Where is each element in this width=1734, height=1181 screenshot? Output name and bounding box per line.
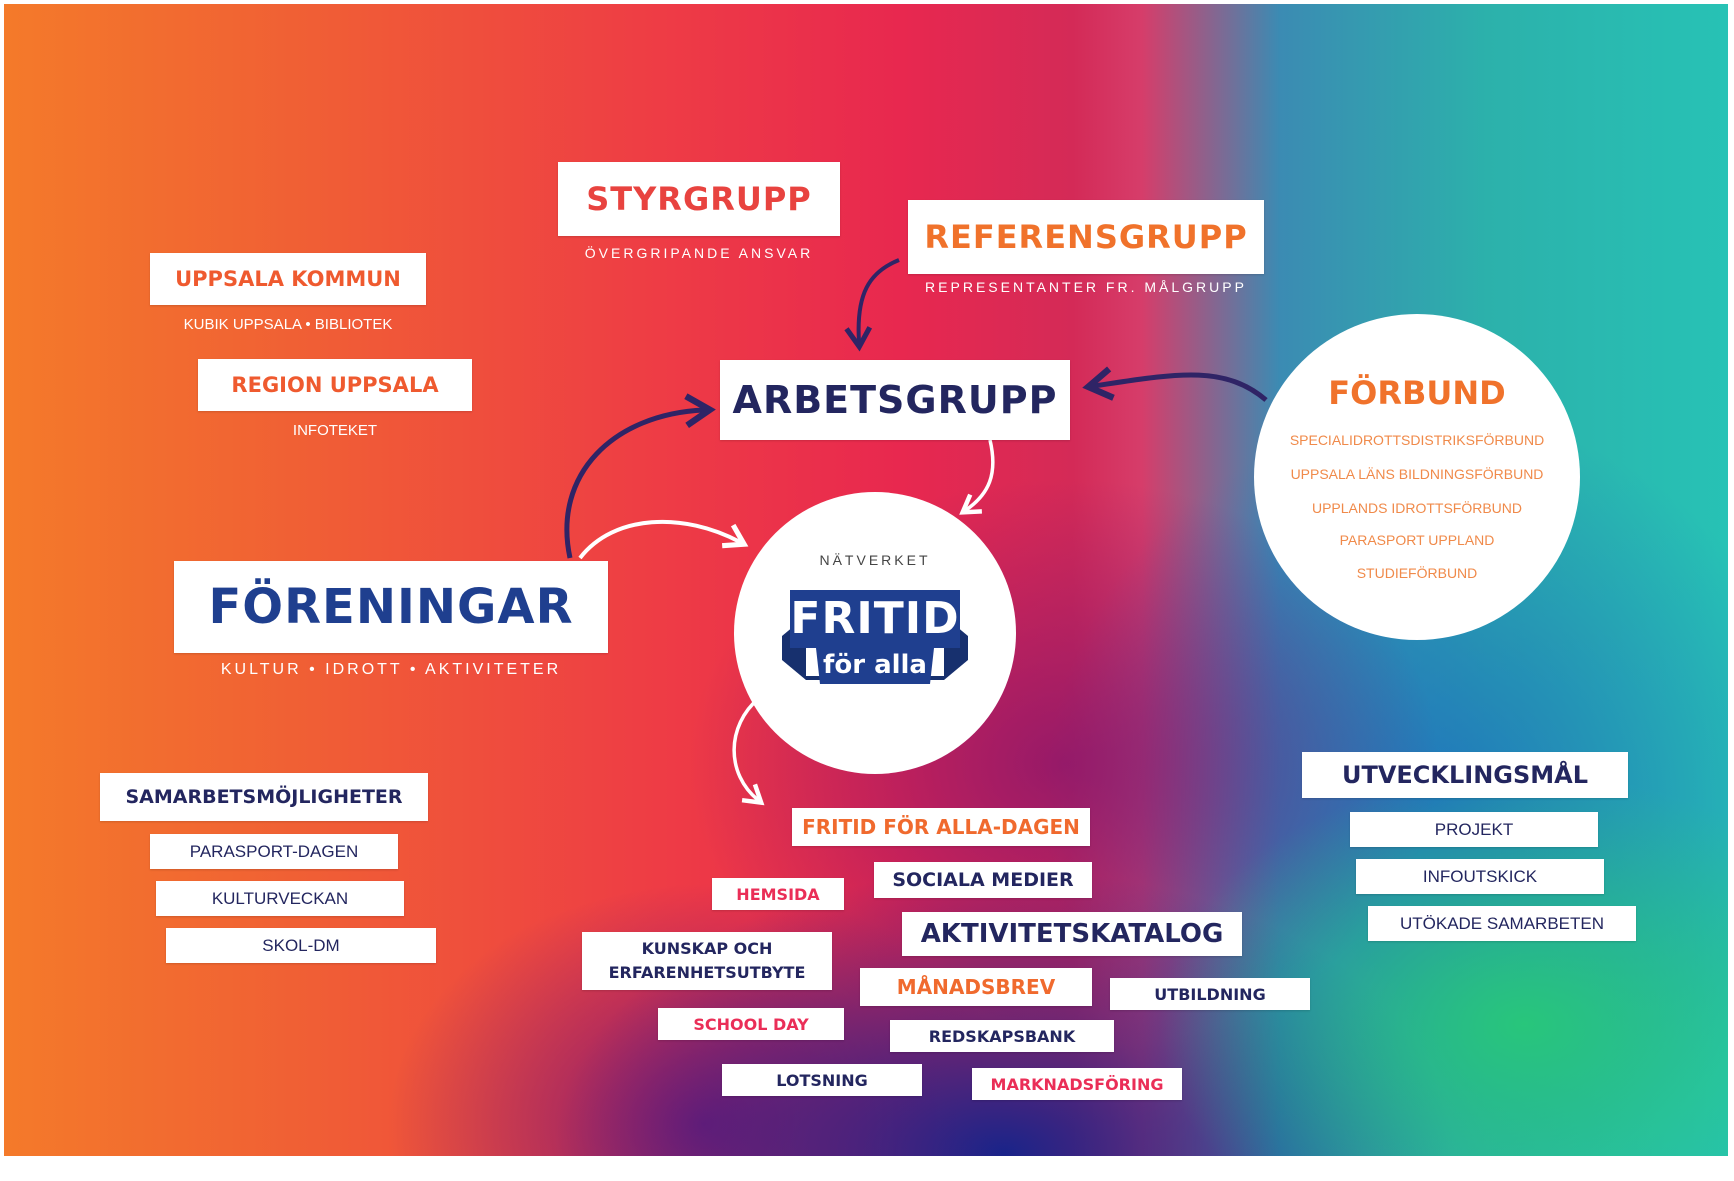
tag-label: AKTIVITETSKATALOG [920, 919, 1224, 949]
tag-kunskap: KUNSKAP OCH ERFARENHETSUTBYTE [582, 932, 832, 990]
tag-label: HEMSIDA [736, 884, 820, 904]
forbund-item: SPECIALIDROTTSDISTRIKSFÖRBUND [1289, 432, 1545, 448]
samarbete-title-box: SAMARBETSMÖJLIGHETER [100, 773, 428, 821]
utveckling-item-label: PROJEKT [1434, 819, 1514, 839]
samarbete-item-label: KULTURVECKAN [211, 888, 349, 908]
logo-main-bar [790, 590, 960, 648]
tag-sociala-medier: SOCIALA MEDIER [874, 862, 1092, 898]
arrow-forbund-to-arbets [1082, 366, 1268, 402]
forbund-circle: FÖRBUND SPECIALIDROTTSDISTRIKSFÖRBUND UP… [1254, 314, 1580, 640]
foreningar-title: FÖRENINGAR [208, 579, 574, 635]
tag-fritid-dagen: FRITID FÖR ALLA-DAGEN [792, 808, 1090, 846]
logo-sub-bar [816, 648, 934, 684]
samarbete-title: SAMARBETSMÖJLIGHETER [125, 786, 403, 808]
fritid-logo [782, 590, 968, 684]
tag-utbildning: UTBILDNING [1110, 978, 1310, 1010]
uppsala-kommun-box: UPPSALA KOMMUN [150, 253, 426, 305]
foreningar-box: FÖRENINGAR [174, 561, 608, 653]
connector-arrows [564, 258, 1268, 806]
styrgrupp-title: STYRGRUPP [586, 180, 812, 218]
tag-label: REDSKAPSBANK [928, 1026, 1076, 1046]
utveckling-title-box: UTVECKLINGSMÅL [1302, 752, 1628, 798]
tag-label: UTBILDNING [1154, 984, 1266, 1004]
tag-aktivitetskatalog: AKTIVITETSKATALOG [902, 912, 1242, 956]
tag-marknadsforing: MARKNADSFÖRING [972, 1068, 1182, 1100]
arrow-arbets-to-fritid [959, 439, 995, 515]
arrow-fritid-to-activities [732, 696, 765, 806]
logo-main-text: FRITID [790, 593, 960, 644]
tag-label: MÅNADSBREV [896, 975, 1056, 999]
tag-redskapsbank: REDSKAPSBANK [890, 1020, 1114, 1052]
samarbete-item: SKOL-DM [166, 928, 436, 963]
samarbete-item: KULTURVECKAN [156, 881, 404, 916]
arrow-referens-to-arbets [844, 258, 900, 352]
forbund-title: FÖRBUND [1328, 374, 1506, 412]
arrow-foreningar-to-fritid [578, 519, 749, 560]
utveckling-item: PROJEKT [1350, 812, 1598, 847]
arbetsgrupp-title: ARBETSGRUPP [732, 378, 1058, 422]
samarbete-item: PARASPORT-DAGEN [150, 834, 398, 869]
natverket-label: NÄTVERKET [819, 552, 931, 568]
tag-school-day: SCHOOL DAY [658, 1008, 844, 1040]
tag-label: SCHOOL DAY [693, 1014, 809, 1034]
tag-manadsbrev: MÅNADSBREV [860, 968, 1092, 1006]
forbund-item: PARASPORT UPPLAND [1339, 532, 1495, 548]
referensgrupp-title: REFERENSGRUPP [924, 218, 1248, 256]
forbund-item: UPPLANDS IDROTTSFÖRBUND [1311, 500, 1523, 516]
arrow-foreningar-to-arbets [564, 393, 716, 559]
forbund-item: UPPSALA LÄNS BILDNINGSFÖRBUND [1290, 466, 1544, 482]
utveckling-item: INFOUTSKICK [1356, 859, 1604, 894]
tag-hemsida: HEMSIDA [712, 878, 844, 910]
tag-label: FRITID FÖR ALLA-DAGEN [802, 815, 1080, 839]
utveckling-title: UTVECKLINGSMÅL [1341, 761, 1589, 789]
tag-label-line1: KUNSKAP OCH [641, 939, 773, 958]
utveckling-item-label: INFOUTSKICK [1422, 866, 1538, 886]
region-uppsala-subtitle: INFOTEKET [292, 422, 378, 439]
samarbete-item-label: PARASPORT-DAGEN [189, 841, 359, 861]
samarbete-item-label: SKOL-DM [262, 935, 340, 955]
tag-label: SOCIALA MEDIER [892, 869, 1074, 891]
poster-background: STYRGRUPP ÖVERGRIPANDE ANSVAR REFERENSGR… [4, 4, 1728, 1156]
tag-label-line2: ERFARENHETSUTBYTE [608, 963, 806, 982]
tag-label: LOTSNING [776, 1070, 868, 1090]
styrgrupp-subtitle: ÖVERGRIPANDE ANSVAR [584, 245, 814, 261]
foreningar-subtitle: KULTUR • IDROTT • AKTIVITETER [220, 661, 562, 678]
arbetsgrupp-box: ARBETSGRUPP [720, 360, 1070, 440]
tag-lotsning: LOTSNING [722, 1064, 922, 1096]
logo-sub-text: för alla [823, 650, 927, 680]
referensgrupp-subtitle: REPRESENTANTER FR. MÅLGRUPP [925, 279, 1247, 295]
uppsala-kommun-subtitle: KUBIK UPPSALA • BIBLIOTEK [183, 316, 393, 333]
referensgrupp-box: REFERENSGRUPP [908, 200, 1264, 274]
fritid-for-alla-circle: NÄTVERKET FRITID för alla [734, 492, 1016, 774]
uppsala-kommun-title: UPPSALA KOMMUN [175, 267, 401, 291]
region-uppsala-box: REGION UPPSALA [198, 359, 472, 411]
utveckling-item-label: UTÖKADE SAMARBETEN [1399, 913, 1605, 933]
tag-label: MARKNADSFÖRING [990, 1074, 1164, 1094]
region-uppsala-title: REGION UPPSALA [231, 373, 439, 397]
utveckling-item: UTÖKADE SAMARBETEN [1368, 906, 1636, 941]
styrgrupp-box: STYRGRUPP [558, 162, 840, 236]
forbund-item: STUDIEFÖRBUND [1356, 565, 1478, 581]
